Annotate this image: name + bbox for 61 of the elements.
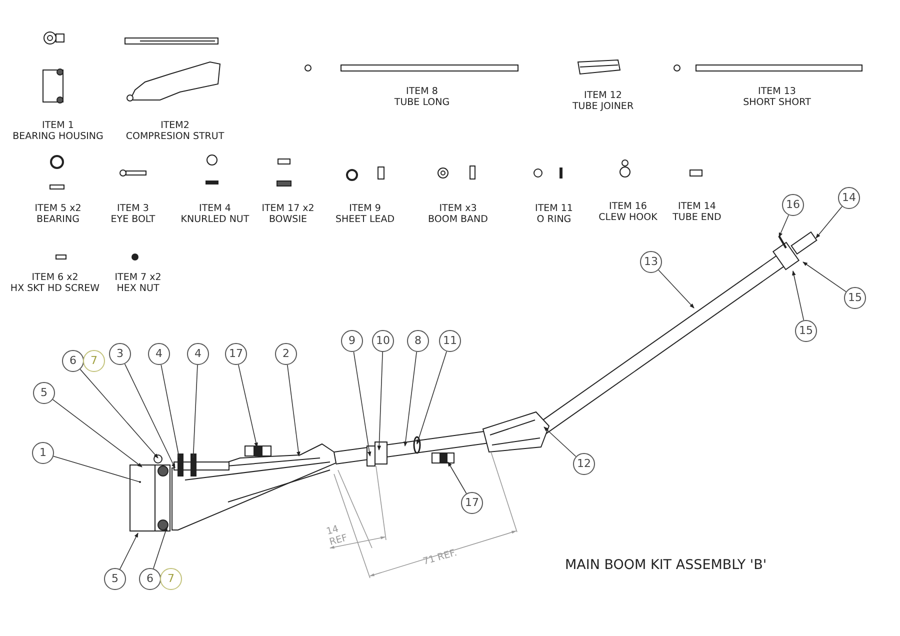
- leader-line: [124, 364, 176, 468]
- part-label: ITEM 13 SHORT SHORT: [743, 86, 811, 108]
- callout-number: 10: [372, 330, 394, 352]
- drawing-title: MAIN BOOM KIT ASSEMBLY 'B': [565, 557, 767, 573]
- callout-number: 6: [139, 568, 161, 590]
- callout-number: 14: [838, 187, 860, 209]
- callout-number: 15: [844, 287, 866, 309]
- callout-number: 4: [187, 343, 209, 365]
- part-label: ITEM 6 x2 HX SKT HD SCREW: [10, 272, 100, 294]
- part-label: ITEM 12 TUBE JOINER: [572, 90, 634, 112]
- dimension-label: 71 REF.: [422, 547, 458, 568]
- part-label: ITEM 3 EYE BOLT: [110, 203, 156, 225]
- callout-number: 13: [640, 251, 662, 273]
- part-label: ITEM 11 O RING: [535, 203, 573, 225]
- callout-number: 7: [160, 568, 182, 590]
- part-label: ITEM 9 SHEET LEAD: [335, 203, 395, 225]
- part-label: ITEM x3 BOOM BAND: [428, 203, 488, 225]
- part-label: ITEM 1 BEARING HOUSING: [12, 120, 104, 142]
- part-label: ITEM 8 TUBE LONG: [394, 86, 450, 108]
- callout-number: 15: [795, 320, 817, 342]
- leader-line: [377, 352, 383, 450]
- callout-number: 3: [109, 343, 131, 365]
- leader-line: [544, 426, 576, 457]
- callout-number: 1: [32, 442, 54, 464]
- callout-number: 4: [148, 343, 170, 365]
- leader-line: [120, 532, 138, 570]
- callout-number: 16: [782, 194, 804, 216]
- leader-line: [778, 214, 789, 238]
- callout-number: 5: [33, 382, 55, 404]
- callout-number: 7: [83, 350, 105, 372]
- callout-number: 17: [225, 343, 247, 365]
- leader-line: [80, 368, 158, 458]
- leader-line: [416, 351, 447, 444]
- leader-line: [816, 206, 842, 238]
- callout-number: 11: [439, 330, 461, 352]
- leader-line: [287, 364, 300, 456]
- leader-line: [52, 399, 142, 468]
- leader-line: [448, 462, 467, 494]
- leader-line: [792, 270, 804, 321]
- part-label: ITEM 4 KNURLED NUT: [180, 203, 250, 225]
- part-label: ITEM 5 x2 BEARING: [34, 203, 82, 225]
- leader-line: [658, 270, 694, 308]
- part-label: ITEM2 COMPRESION STRUT: [126, 120, 224, 142]
- leader-line: [238, 364, 258, 448]
- dimension-label: 14 REF: [325, 522, 349, 548]
- part-label: ITEM 7 x2 HEX NUT: [114, 272, 162, 294]
- callout-number: 5: [104, 568, 126, 590]
- leader-line: [404, 352, 417, 446]
- part-label: ITEM 14 TUBE END: [672, 201, 722, 223]
- part-label: ITEM 16 CLEW HOOK: [598, 201, 658, 223]
- leader-line: [802, 262, 846, 292]
- part-label: ITEM 17 x2 BOWSIE: [262, 203, 314, 225]
- callout-number: 2: [275, 343, 297, 365]
- callout-number: 9: [341, 330, 363, 352]
- callout-number: 8: [407, 330, 429, 352]
- callout-number: 17: [461, 492, 483, 514]
- leader-line: [153, 526, 168, 569]
- callout-number: 6: [62, 350, 84, 372]
- leader-line: [53, 456, 141, 483]
- leader-line: [353, 352, 372, 456]
- callout-number: 12: [573, 453, 595, 475]
